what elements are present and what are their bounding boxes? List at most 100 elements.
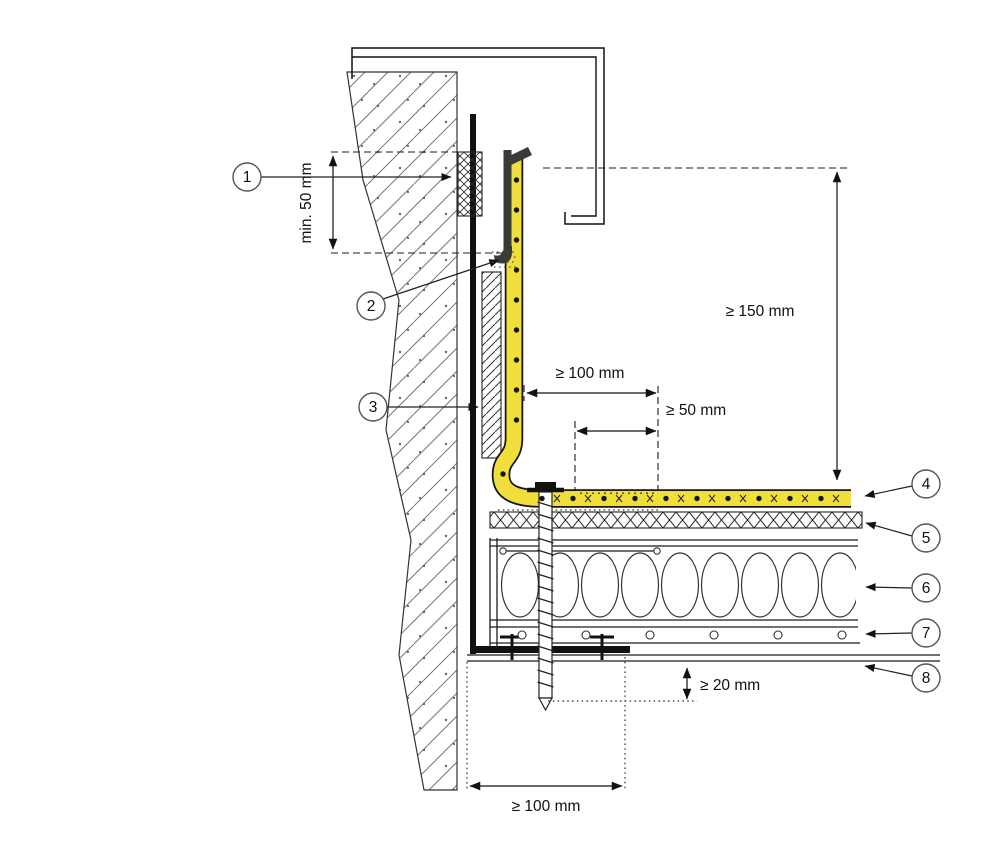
speckle [502, 251, 504, 253]
speckle [610, 492, 612, 495]
speckle [502, 261, 504, 263]
speckle [497, 251, 499, 253]
membrane-dot [513, 357, 520, 363]
speckle [622, 492, 624, 495]
membrane-outline [491, 158, 851, 508]
speckle [512, 261, 514, 263]
speckle [628, 492, 630, 495]
membrane-dot [632, 495, 638, 502]
dim-100-bottom: ≥ 100 mm [469, 781, 623, 815]
speckle [631, 488, 633, 491]
speckle [637, 488, 639, 491]
membrane-dot [601, 495, 607, 502]
dim-50-label: ≥ 50 mm [666, 402, 726, 419]
membrane-fastener-dots [500, 177, 824, 502]
dim-50: ≥ 50 mm [576, 402, 726, 436]
membrane-top-fold [505, 147, 532, 166]
callout-7-number: 7 [922, 625, 931, 642]
screw-thread [537, 585, 554, 592]
screw-thread [537, 525, 554, 532]
timber-batten [457, 151, 483, 217]
callout-2-circle [356, 291, 386, 321]
dim-150-label: ≥ 150 mm [726, 303, 795, 320]
speckle [640, 492, 642, 495]
callout-1: 1 [232, 162, 452, 192]
speckle [607, 488, 609, 491]
dim-min-50: min. 50 mm [298, 155, 338, 250]
screw-tip [537, 697, 554, 712]
membrane-x [832, 494, 840, 503]
sealant-speckles [492, 251, 654, 495]
protection-board [470, 114, 476, 654]
speckle [580, 492, 582, 495]
callout-7-circle [911, 618, 941, 648]
membrane-x [553, 494, 561, 503]
membrane-dot [725, 495, 731, 502]
insulation-loops [500, 550, 856, 620]
membrane-dot [500, 471, 506, 477]
callout-4-number: 4 [922, 476, 931, 493]
callout-8-number: 8 [922, 670, 931, 687]
screw-thread [537, 549, 554, 556]
membrane-x [770, 494, 778, 503]
screw-fastener [527, 482, 564, 712]
callout-4: 4 [864, 469, 941, 499]
membrane-dot [513, 207, 520, 213]
drip-edge [494, 246, 512, 264]
membrane-dot [513, 297, 520, 303]
wall-section [346, 71, 458, 791]
speckle [583, 488, 585, 491]
screw-head [535, 482, 556, 488]
speckle [499, 256, 501, 258]
membrane-dot [756, 495, 762, 502]
callout-3-number: 3 [369, 399, 378, 416]
screw-thread [537, 633, 554, 640]
deck-circle [773, 630, 783, 640]
screw-thread [537, 645, 554, 652]
speckle [652, 492, 654, 495]
speckle [504, 266, 506, 268]
membrane-dot [513, 417, 520, 423]
speckle [619, 488, 621, 491]
callout-2: 2 [356, 259, 500, 321]
deck-circle [581, 630, 591, 640]
callout-7: 7 [865, 618, 941, 648]
screw-thread [537, 513, 554, 520]
rail-circle [499, 547, 507, 555]
callout-1-circle [232, 162, 262, 192]
speckle [494, 266, 496, 268]
rail-circle [653, 547, 661, 555]
membrane-x [801, 494, 809, 503]
coping-cap [351, 47, 605, 225]
membrane-fill [493, 158, 851, 506]
dim-20-label: ≥ 20 mm [700, 677, 760, 694]
callout-5: 5 [865, 521, 941, 553]
speckle [634, 492, 636, 495]
membrane-dot [513, 387, 520, 393]
speckle [507, 261, 509, 263]
speckle [514, 266, 516, 268]
callout-8: 8 [864, 663, 941, 693]
callout-8-circle [911, 663, 941, 693]
speckle [601, 488, 603, 491]
membrane-x-marks [553, 494, 840, 503]
membrane-dot [513, 267, 520, 273]
speckle [514, 256, 516, 258]
speckle [504, 256, 506, 258]
backing-strip [481, 271, 502, 459]
screw-thread [537, 657, 554, 664]
screw-thread [537, 681, 554, 688]
membrane-dot [787, 495, 793, 502]
screw-thread [537, 669, 554, 676]
dim-20: ≥ 20 mm [682, 667, 760, 700]
dim-100-top-label: ≥ 100 mm [556, 365, 625, 382]
membrane-dot [818, 495, 824, 502]
membrane-dot [694, 495, 700, 502]
membrane-dot [513, 177, 520, 183]
membrane-dot [513, 237, 520, 243]
membrane-dot [539, 495, 545, 502]
membrane-dot [513, 327, 520, 333]
speckle [595, 488, 597, 491]
membrane-x [615, 494, 623, 503]
